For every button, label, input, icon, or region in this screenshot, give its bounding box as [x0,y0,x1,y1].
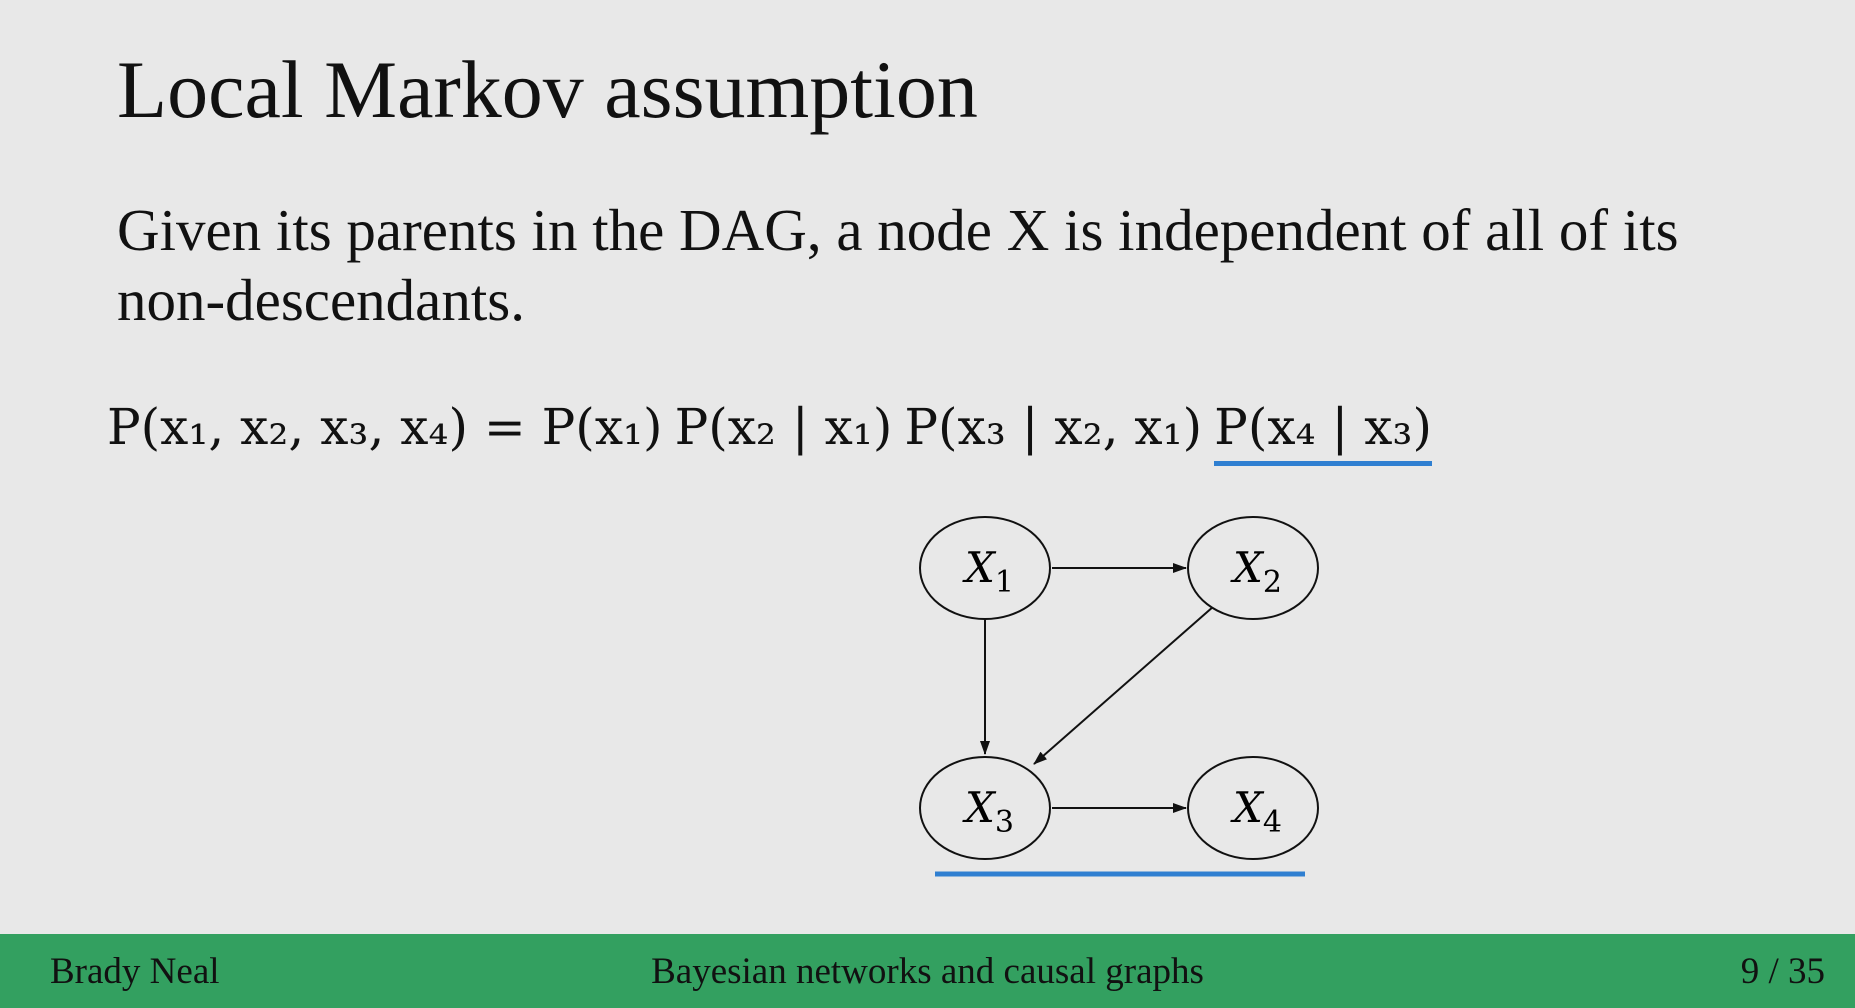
svg-text:X1: X1 [962,543,1014,600]
node-x2-subscript: 2 [1263,565,1282,600]
dag-diagram: X1 X2 X3 X4 [919,516,1319,877]
edge-x2-x3 [1033,605,1215,765]
equation-segment-highlighted: P(x₄ | x₃) [1214,395,1432,466]
node-x3-subscript: 3 [995,805,1014,840]
svg-text:X3: X3 [962,783,1014,840]
node-x1-subscript: 1 [995,565,1014,600]
footer-bar: Brady Neal Bayesian networks and causal … [0,934,1855,1008]
equation-segment: P(x₃ | x₂, x₁) [904,398,1203,456]
svg-text:X2: X2 [1230,543,1282,600]
node-x1: X1 [919,516,1051,620]
footer-talk-title: Bayesian networks and causal graphs [651,951,1204,992]
node-x2-label: X [1230,543,1265,592]
node-x2: X2 [1187,516,1319,620]
node-x3: X3 [919,756,1051,860]
node-x4-subscript: 4 [1263,805,1282,840]
assumption-statement: Given its parents in the DAG, a node X i… [117,197,1679,333]
equation-segment: P(x₂ | x₁) [674,398,893,456]
node-x3-label: X [962,783,997,832]
footer-page-number: 9 / 35 [1740,951,1825,992]
node-x1-label: X [962,543,997,592]
footer-author: Brady Neal [50,951,220,992]
node-x4: X4 [1187,756,1319,860]
node-x4-label: X [1230,783,1265,832]
factorization-equation: P(x₁, x₂, x₃, x₄) = P(x₁)P(x₂ | x₁)P(x₃ … [107,395,1432,466]
slide-title: Local Markov assumption [117,44,978,135]
svg-text:X4: X4 [1230,783,1282,840]
equation-segment: P(x₁, x₂, x₃, x₄) = P(x₁) [107,398,663,456]
